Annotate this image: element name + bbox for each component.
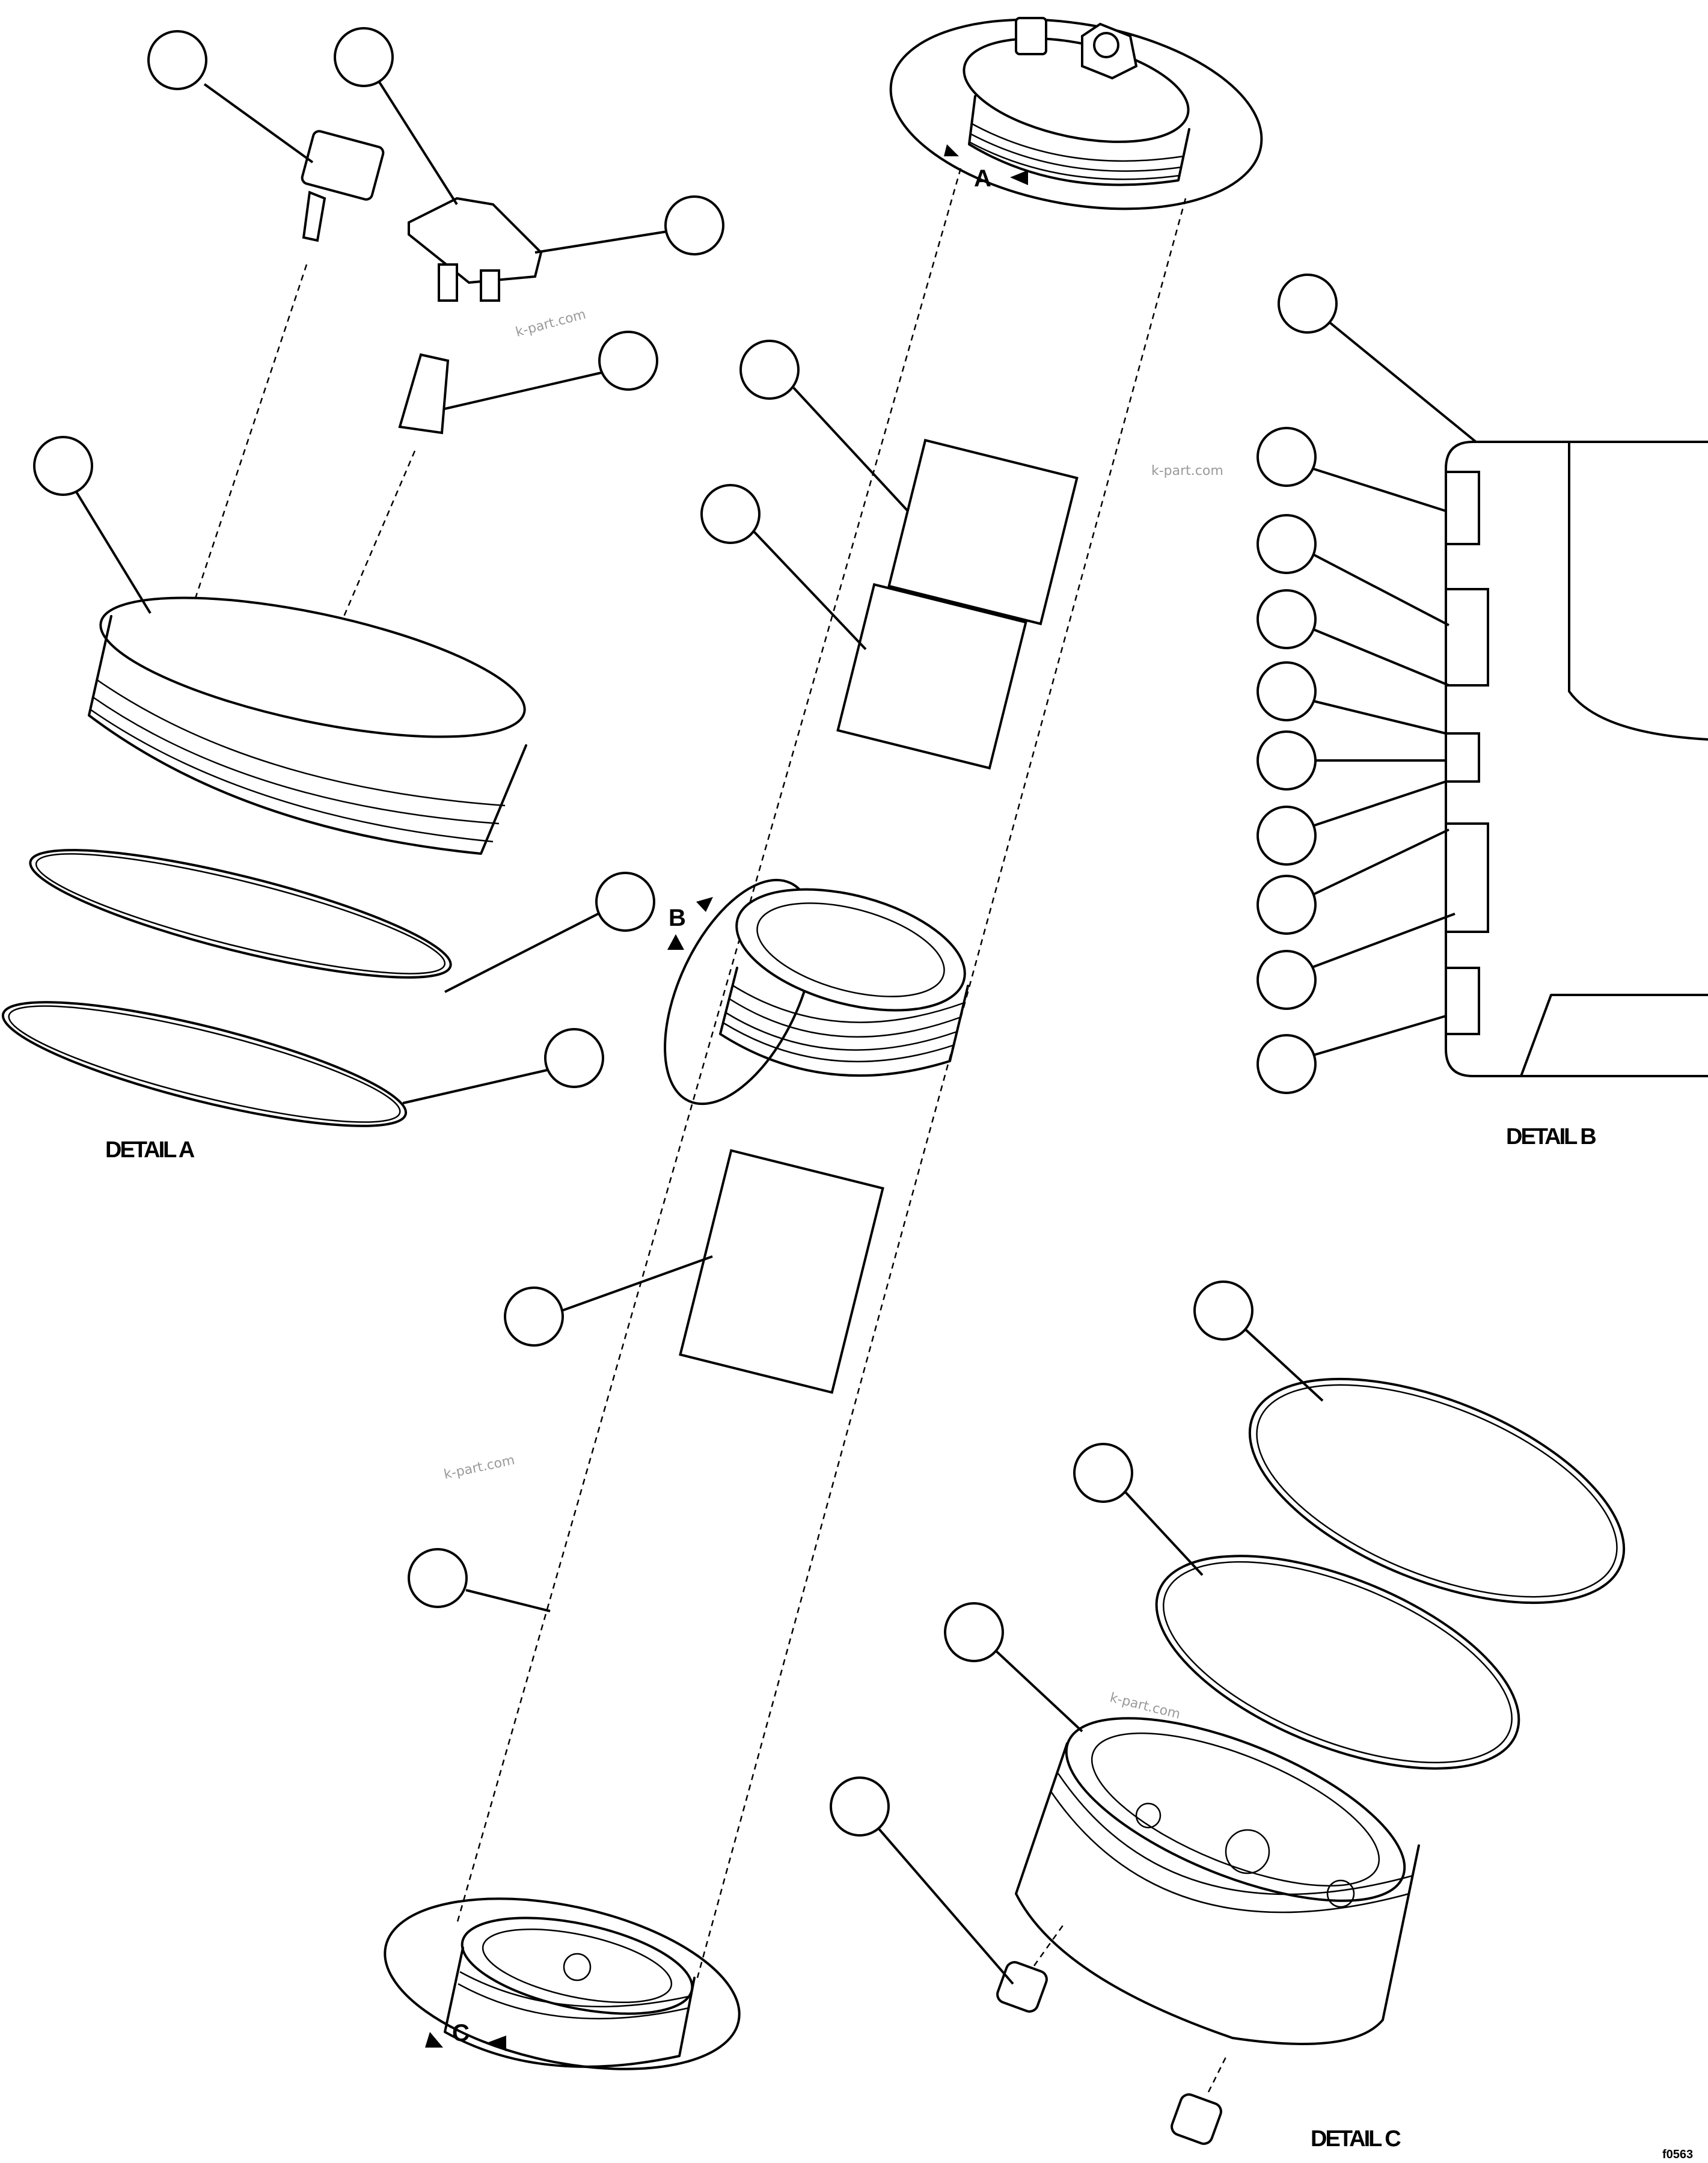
callout-balloon — [334, 27, 394, 87]
watermark: k-part.com — [514, 307, 587, 340]
callout-balloon — [504, 1286, 564, 1347]
callout-balloon — [1257, 661, 1317, 721]
callout-balloon — [1257, 875, 1317, 935]
callout-balloon — [1257, 514, 1317, 574]
cylinder-body — [456, 168, 1187, 1978]
callout-balloon — [598, 331, 658, 391]
callout-balloon — [1257, 950, 1317, 1010]
bottom-cap-view-c — [384, 1897, 741, 2070]
callouts — [33, 27, 1477, 1985]
label-plate-1 — [887, 438, 1079, 626]
view-label-b: B — [669, 905, 686, 931]
callout-balloon — [830, 1776, 890, 1837]
view-label-a: A — [974, 165, 991, 192]
callout-balloon — [700, 484, 761, 544]
callout-balloon — [33, 436, 93, 496]
view-label-c: C — [452, 2020, 470, 2046]
detail-c-assembly — [996, 1377, 1626, 2145]
callout-balloon — [1257, 806, 1317, 866]
arrow-a2-icon — [1010, 170, 1028, 185]
detail-b-section — [1445, 441, 1708, 1077]
piston-view-b — [664, 878, 969, 1106]
detail-b-label: DETAIL B — [1506, 1124, 1596, 1149]
callout-balloon — [595, 872, 655, 932]
callout-balloon — [944, 1602, 1004, 1662]
callout-balloon — [1257, 427, 1317, 487]
callout-balloon — [147, 30, 207, 90]
arrow-b2-icon — [667, 934, 684, 950]
label-plate-2 — [836, 583, 1027, 770]
callout-balloon — [664, 195, 724, 255]
detail-c-label: DETAIL C — [1311, 2126, 1401, 2152]
callout-balloon — [408, 1548, 468, 1608]
callout-balloon — [1257, 589, 1317, 649]
callout-balloon — [544, 1028, 604, 1088]
callout-balloon — [1193, 1280, 1253, 1341]
watermark: k-part.com — [442, 1453, 516, 1482]
callout-balloon — [1073, 1443, 1133, 1503]
watermark: k-part.com — [1151, 464, 1223, 479]
detail-a-label: DETAIL A — [105, 1137, 195, 1163]
top-cap-view-a — [889, 17, 1263, 210]
callout-balloon — [1278, 274, 1338, 334]
label-plate-3 — [679, 1149, 884, 1394]
arrow-c-icon — [425, 2032, 443, 2048]
callout-balloon — [1257, 730, 1317, 791]
callout-balloon — [1257, 1034, 1317, 1094]
figure-code: f0563 — [1662, 2148, 1693, 2161]
arrow-b-icon — [696, 897, 713, 912]
arrow-a-icon — [944, 144, 959, 156]
callout-balloon — [739, 340, 800, 400]
detail-a-assembly — [1, 130, 543, 1127]
arrow-c2-icon — [487, 2036, 506, 2051]
